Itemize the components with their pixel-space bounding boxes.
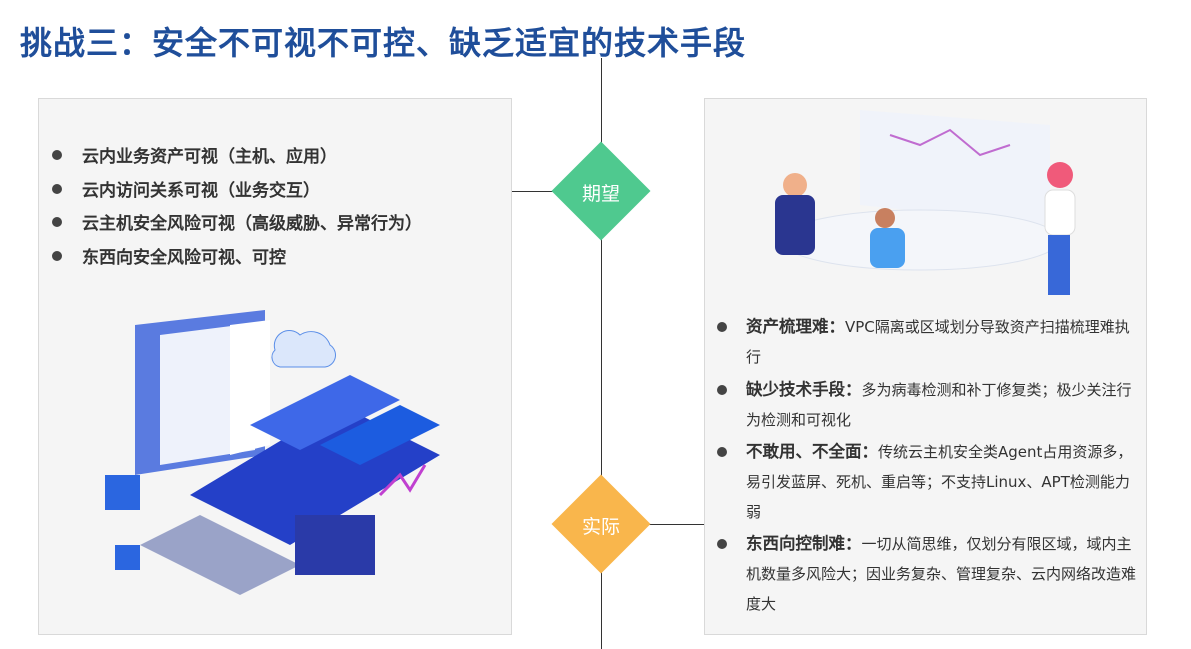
expect-label: 期望 [581,183,620,205]
page-title: 挑战三：安全不可视不可控、缺乏适宜的技术手段 [20,24,747,62]
reality-item: 东西向控制难：一切从简思维，仅划分有限区域，域内主机数量多风险大；因业务复杂、管… [717,529,1142,619]
item-heading: 东西向控制难： [746,534,862,553]
bullet-icon [717,539,727,549]
bullet-icon [717,322,727,332]
connector-line [640,524,704,525]
reality-item: 缺少技术手段：多为病毒检测和补丁修复类；极少关注行为检测和可视化 [717,375,1142,435]
bullet-icon [717,447,727,457]
reality-label: 实际 [581,516,620,538]
connector-line [512,191,562,192]
item-heading: 资产梳理难： [746,317,845,336]
bullet-icon [52,183,62,194]
item-text: 云内访问关系可视（业务交互） [82,181,320,201]
item-text: 传统云主机安全类Agent占用资源多，易引发蓝屏、死机、重启等；不支持Linux… [746,443,1133,521]
expectation-item: 云内访问关系可视（业务交互） [52,176,320,201]
item-text: 多为病毒检测和补丁修复类；极少关注行为检测和可视化 [746,381,1132,429]
item-text: 一切从简思维，仅划分有限区域，域内主机数量多风险大；因业务复杂、管理复杂、云内网… [746,535,1137,613]
reality-item: 不敢用、不全面：传统云主机安全类Agent占用资源多，易引发蓝屏、死机、重启等；… [717,437,1142,527]
bullet-icon [52,149,62,160]
item-text: 东西向安全风险可视、可控 [82,248,286,268]
team-meeting-illustration [775,110,1076,295]
item-text: 云内业务资产可视（主机、应用） [82,147,337,167]
expectation-item: 东西向安全风险可视、可控 [52,243,286,268]
item-text: VPC隔离或区域划分导致资产扫描梳理难执行 [746,318,1130,366]
bullet-icon [717,385,727,395]
reality-item: 资产梳理难：VPC隔离或区域划分导致资产扫描梳理难执行 [717,312,1142,372]
cloud-platform-illustration [105,310,440,595]
item-text: 云主机安全风险可视（高级威胁、异常行为） [82,214,422,234]
expectation-item: 云内业务资产可视（主机、应用） [52,142,337,167]
item-heading: 不敢用、不全面： [746,442,878,461]
bullet-icon [52,216,62,227]
expectation-item: 云主机安全风险可视（高级威胁、异常行为） [52,209,422,234]
item-heading: 缺少技术手段： [746,380,862,399]
bullet-icon [52,250,62,261]
timeline-divider [601,58,602,649]
